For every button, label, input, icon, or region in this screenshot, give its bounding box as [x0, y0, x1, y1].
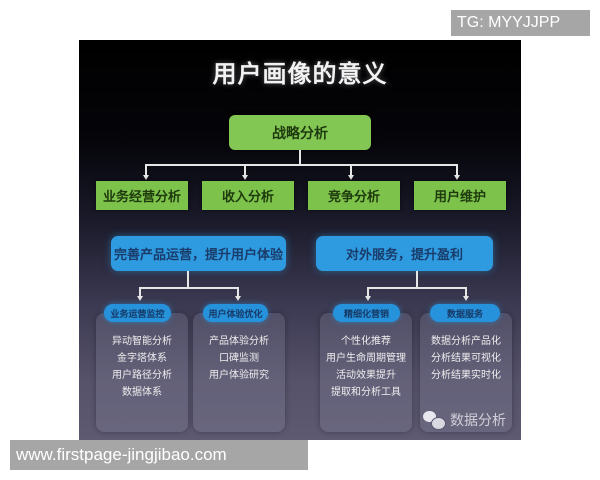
root-node-strategy: 战略分析: [229, 115, 371, 150]
card-business-monitoring: [96, 313, 188, 432]
arrow-down-icon: [235, 296, 241, 301]
connector-line: [350, 164, 352, 176]
arrow-down-icon: [348, 175, 354, 180]
wechat-watermark: 数据分析: [423, 410, 506, 430]
connector-line: [139, 287, 239, 289]
goal-external-service: 对外服务，提升盈利: [316, 236, 493, 271]
card-item: 分析结果可视化: [431, 353, 501, 364]
connector-line: [367, 287, 467, 289]
node-revenue-analysis: 收入分析: [202, 181, 294, 210]
card-label-ux-optimization: 用户体验优化: [203, 304, 268, 322]
card-items: 个性化推荐 用户生命周期管理 活动效果提升 提取和分析工具: [320, 333, 412, 401]
connector-line: [299, 150, 301, 165]
node-business-analysis: 业务经营分析: [96, 181, 188, 210]
arrow-down-icon: [463, 296, 469, 301]
connector-line: [187, 271, 189, 288]
card-item: 分析结果实时化: [431, 370, 501, 381]
card-item: 口碑监测: [219, 353, 259, 364]
card-item: 提取和分析工具: [331, 387, 401, 398]
goal-label: 完善产品运营，提升用户体验: [113, 248, 283, 263]
node-label: 竞争分析: [327, 190, 380, 205]
tg-watermark-label: TG: MYYJJPP: [451, 10, 590, 36]
card-items: 数据分析产品化 分析结果可视化 分析结果实时化: [420, 333, 512, 384]
card-title: 业务运营监控: [110, 309, 165, 320]
card-label-data-service: 数据服务: [430, 304, 500, 322]
card-item: 异动智能分析: [112, 336, 172, 347]
connector-line: [244, 164, 246, 176]
arrow-down-icon: [365, 296, 371, 301]
arrow-down-icon: [242, 175, 248, 180]
connector-line: [416, 271, 418, 288]
connector-line: [456, 164, 458, 176]
arrow-down-icon: [143, 175, 149, 180]
connector-line: [145, 164, 458, 166]
card-item: 活动效果提升: [336, 370, 396, 381]
connector-line: [367, 287, 369, 297]
card-title: 数据服务: [446, 309, 483, 320]
root-node-label: 战略分析: [272, 125, 328, 142]
connector-line: [465, 287, 467, 297]
watermark-text: 数据分析: [450, 413, 506, 429]
goal-label: 对外服务，提升盈利: [345, 248, 463, 263]
node-competition-analysis: 竞争分析: [308, 181, 400, 210]
card-ux-optimization: [193, 313, 285, 432]
node-label: 用户维护: [433, 190, 486, 205]
arrow-down-icon: [137, 296, 143, 301]
node-label: 业务经营分析: [102, 190, 181, 205]
card-item: 用户路径分析: [112, 370, 172, 381]
node-label: 收入分析: [221, 190, 274, 205]
card-item: 数据体系: [122, 387, 162, 398]
card-items: 异动智能分析 金字塔体系 用户路径分析 数据体系: [96, 333, 188, 401]
url-watermark-label: www.firstpage-jingjibao.com: [10, 440, 308, 470]
wechat-icon: [423, 411, 446, 430]
goal-product-operation: 完善产品运营，提升用户体验: [111, 236, 286, 271]
card-item: 个性化推荐: [341, 336, 391, 347]
diagram-title: 用户画像的意义: [212, 60, 388, 88]
card-items: 产品体验分析 口碑监测 用户体验研究: [193, 333, 285, 384]
arrow-down-icon: [454, 175, 460, 180]
node-user-maintenance: 用户维护: [414, 181, 506, 210]
card-item: 产品体验分析: [209, 336, 269, 347]
card-item: 数据分析产品化: [431, 336, 501, 347]
card-item: 金字塔体系: [117, 353, 167, 364]
card-item: 用户生命周期管理: [326, 353, 406, 364]
connector-line: [139, 287, 141, 297]
card-title: 用户体验优化: [208, 309, 263, 320]
card-label-precision-marketing: 精细化营销: [333, 304, 400, 322]
card-precision-marketing: [320, 313, 412, 432]
diagram-panel: 用户画像的意义 战略分析 业务经营分析 收入分析 竞争分析 用户维护 完善产品运…: [79, 40, 521, 440]
connector-line: [145, 164, 147, 176]
card-title: 精细化营销: [343, 309, 389, 320]
card-data-service: [420, 313, 512, 432]
card-item: 用户体验研究: [209, 370, 269, 381]
connector-line: [237, 287, 239, 297]
card-label-business-monitoring: 业务运营监控: [104, 304, 171, 322]
